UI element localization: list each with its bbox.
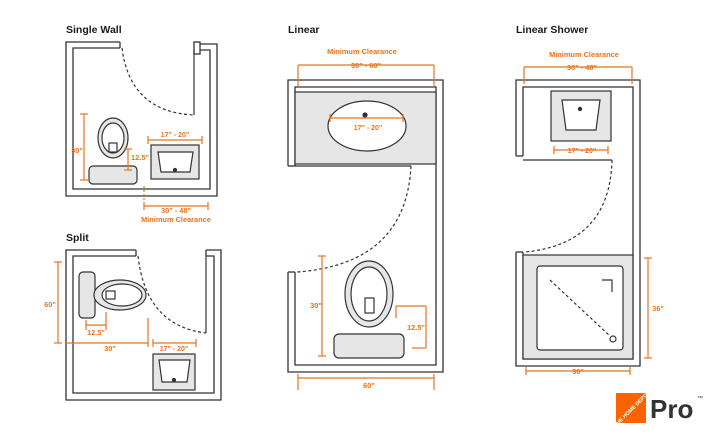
linear-layout: Linear Minimum Clearance xyxy=(287,24,444,390)
home-depot-logo-mark xyxy=(616,393,646,423)
linear-shower-title: Linear Shower xyxy=(516,24,588,36)
linear-clearance-label: Minimum Clearance xyxy=(327,47,397,56)
single-wall-toilet-side: 12.5" xyxy=(131,153,149,162)
linear-toilet-side: 12.5" xyxy=(407,323,425,332)
single-wall-room-width: 30" - 48" xyxy=(161,206,192,215)
linear-shower-dimensions xyxy=(523,66,652,375)
linear-shower-layout: Linear Shower Minimum Clearance xyxy=(515,24,664,376)
linear-shower-shower-depth: 36" xyxy=(652,304,664,313)
split-sink xyxy=(152,353,196,391)
split-layout: Split xyxy=(44,232,222,401)
split-toilet-side: 12.5" xyxy=(87,328,105,337)
linear-shower-sink-width: 17" - 20" xyxy=(568,148,596,155)
linear-dimensions xyxy=(297,64,435,390)
linear-shower-stall xyxy=(522,254,634,360)
linear-vanity-width: 30" - 60" xyxy=(351,61,382,70)
single-wall-walls xyxy=(65,41,218,197)
single-wall-title: Single Wall xyxy=(66,24,122,36)
linear-title: Linear xyxy=(288,24,320,36)
pro-label: Pro xyxy=(650,394,693,424)
linear-toilet xyxy=(333,260,405,359)
linear-vanity xyxy=(294,91,437,165)
linear-shower-sink xyxy=(550,90,612,142)
linear-shower-shower-width: 36" xyxy=(572,367,584,376)
split-toilet xyxy=(78,271,147,319)
split-walls xyxy=(65,249,222,401)
split-sink-width: 17" - 20" xyxy=(160,346,188,353)
home-depot-pro-logo: THE HOME DEPOT Pro ™ xyxy=(613,390,703,429)
single-wall-toilet-depth: 30" xyxy=(71,146,83,155)
single-wall-dimensions xyxy=(80,113,209,210)
single-wall-sink xyxy=(150,144,200,180)
linear-toilet-depth: 30" xyxy=(310,301,322,310)
split-toilet-width: 30" xyxy=(104,344,116,353)
single-wall-door xyxy=(121,47,195,116)
single-wall-toilet xyxy=(88,117,138,185)
split-dimensions xyxy=(54,261,197,347)
trademark-symbol: ™ xyxy=(697,395,703,402)
single-wall-clearance-label: Minimum Clearance xyxy=(141,215,211,224)
linear-shower-vanity-width: 30" - 48" xyxy=(567,63,598,72)
split-room-depth: 60" xyxy=(44,300,56,309)
linear-room-width: 60" xyxy=(363,381,375,390)
split-title: Split xyxy=(66,232,89,244)
linear-shower-clearance-label: Minimum Clearance xyxy=(549,50,619,59)
single-wall-sink-width: 17" - 20" xyxy=(161,132,189,139)
linear-sink-width: 17" - 20" xyxy=(354,125,382,132)
single-wall-layout: Single Wall xyxy=(65,24,218,224)
linear-door xyxy=(295,165,412,273)
linear-shower-door xyxy=(523,159,613,253)
split-door xyxy=(137,255,207,334)
